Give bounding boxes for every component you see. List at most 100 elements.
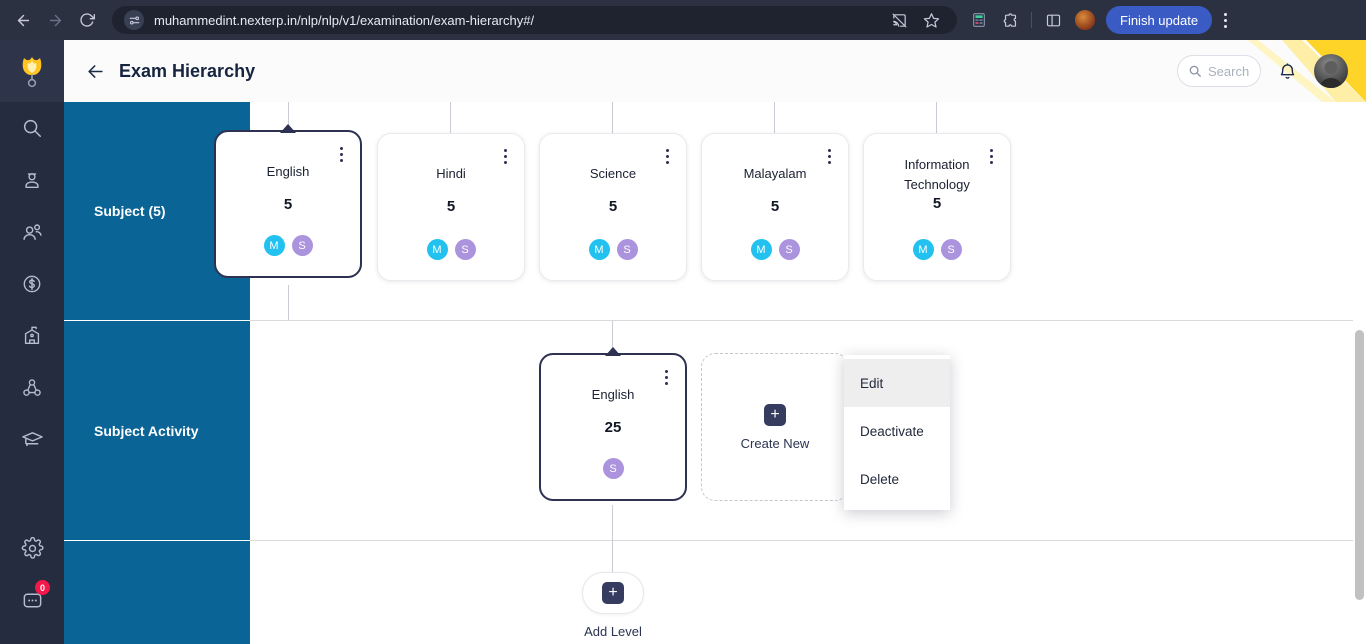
back-button[interactable]: [8, 5, 38, 35]
selected-pointer-icon: [605, 347, 621, 356]
create-new-card[interactable]: + Create New: [701, 353, 849, 501]
badge-m: M: [263, 235, 285, 256]
card-menu-icon[interactable]: [663, 146, 672, 167]
app-logo[interactable]: [0, 40, 64, 102]
badge-s: S: [940, 239, 962, 260]
sidebar-item-campus[interactable]: [0, 310, 64, 362]
connector-line: [612, 540, 613, 588]
bell-icon: [1280, 62, 1295, 79]
badge-m: M: [750, 239, 772, 260]
card-badges: M S: [750, 239, 800, 260]
sidebar-item-people[interactable]: [0, 206, 64, 258]
card-badges: S: [602, 458, 624, 479]
plus-icon: +: [764, 403, 786, 426]
subject-card-english[interactable]: English 5 M S: [214, 124, 362, 278]
site-settings-icon[interactable]: [124, 10, 144, 30]
card-count: 5: [446, 198, 456, 215]
context-menu-item-edit[interactable]: Edit: [844, 359, 950, 407]
scrollbar-thumb[interactable]: [1355, 330, 1364, 600]
notification-button[interactable]: [1277, 61, 1298, 82]
toolbar-divider: [1031, 12, 1032, 28]
add-level-label: Add Level: [584, 624, 642, 639]
context-menu-item-delete[interactable]: Delete: [860, 471, 900, 487]
browser-menu-icon[interactable]: [1212, 6, 1238, 34]
card-menu-icon[interactable]: [662, 367, 671, 388]
connector-line: [612, 321, 613, 353]
selected-pointer-icon: [280, 124, 296, 133]
card-title: Malayalam: [743, 166, 807, 181]
badge-m: M: [426, 239, 448, 260]
badge-s: S: [602, 458, 624, 479]
chat-icon: [23, 593, 41, 607]
vertical-scrollbar[interactable]: [1353, 102, 1366, 644]
sidebar-item-search[interactable]: [0, 102, 64, 154]
card-badges: M S: [426, 239, 476, 260]
calculator-extension-icon[interactable]: [965, 6, 993, 34]
card-title: English: [591, 387, 635, 402]
subject-card-malayalam[interactable]: Malayalam 5 M S: [701, 133, 849, 281]
back-arrow-icon: [88, 64, 103, 78]
card-title: English: [266, 164, 310, 179]
card-count: 5: [932, 195, 942, 212]
badge-s: S: [454, 239, 476, 260]
finish-update-button[interactable]: Finish update: [1106, 6, 1213, 34]
connector-line: [288, 285, 289, 320]
card-count: 25: [604, 419, 622, 436]
add-level-button[interactable]: +: [582, 572, 644, 614]
badge-s: S: [616, 239, 638, 260]
browser-nav-buttons: [0, 5, 102, 35]
sidebar-item-settings[interactable]: [0, 522, 64, 574]
sidebar-item-messages[interactable]: 0: [0, 574, 64, 626]
card-title: Hindi: [436, 166, 466, 181]
sidebar-item-network[interactable]: [0, 362, 64, 414]
search-icon: [1189, 65, 1201, 77]
header-back-button[interactable]: [86, 62, 105, 81]
card-menu-icon[interactable]: [501, 146, 510, 167]
sidebar-item-students[interactable]: [0, 154, 64, 206]
card-title: Science: [589, 166, 637, 181]
level-label-subject-activity: Subject Activity: [64, 321, 250, 540]
badge-m: M: [912, 239, 934, 260]
cast-blocked-icon[interactable]: [885, 6, 913, 34]
header-actions: Search: [1177, 54, 1348, 88]
browser-profile-avatar[interactable]: [1074, 9, 1096, 31]
card-count: 5: [770, 198, 780, 215]
search-placeholder: Search: [1208, 63, 1250, 79]
connector-line: [612, 505, 613, 540]
subject-card-information-technology[interactable]: Information Technology 5 M S: [863, 133, 1011, 281]
badge-m: M: [588, 239, 610, 260]
bookmark-star-icon[interactable]: [917, 6, 945, 34]
url-text: muhammedint.nexterp.in/nlp/nlp/v1/examin…: [154, 12, 535, 28]
create-new-label: Create New: [740, 435, 810, 451]
connector-line: [612, 102, 613, 137]
context-menu-item-deactivate[interactable]: Deactivate: [860, 423, 924, 439]
reload-button[interactable]: [72, 5, 102, 35]
user-avatar[interactable]: [1314, 54, 1348, 88]
sidebar-item-finance[interactable]: [0, 258, 64, 310]
card-menu-icon[interactable]: [987, 146, 996, 167]
reload-icon: [80, 13, 95, 27]
card-menu-icon[interactable]: [337, 144, 346, 165]
badge-s: S: [778, 239, 800, 260]
forward-button[interactable]: [40, 5, 70, 35]
app-header: Exam Hierarchy Search: [64, 40, 1366, 102]
sidebar-item-academics[interactable]: [0, 414, 64, 466]
card-context-menu: Edit Deactivate Delete: [844, 355, 950, 510]
hierarchy-canvas: Subject (5) Subject Activity English 5 M…: [64, 102, 1366, 644]
connector-line: [774, 102, 775, 137]
badge-s: S: [291, 235, 313, 256]
side-panel-icon[interactable]: [1039, 6, 1067, 34]
extension-icons: [965, 6, 1100, 34]
browser-toolbar: muhammedint.nexterp.in/nlp/nlp/v1/examin…: [0, 0, 1366, 40]
add-level[interactable]: + Add Level: [582, 572, 644, 639]
subject-card-science[interactable]: Science 5 M S: [539, 133, 687, 281]
subject-card-hindi[interactable]: Hindi 5 M S: [377, 133, 525, 281]
subject-activity-card-english[interactable]: English 25 S: [539, 347, 687, 501]
card-badges: M S: [263, 235, 313, 256]
card-menu-icon[interactable]: [825, 146, 834, 167]
people-icon: [22, 223, 42, 240]
puzzle-extension-icon[interactable]: [996, 6, 1024, 34]
search-input[interactable]: Search: [1177, 55, 1261, 87]
address-bar[interactable]: muhammedint.nexterp.in/nlp/nlp/v1/examin…: [112, 6, 957, 34]
plus-icon: +: [602, 582, 624, 604]
